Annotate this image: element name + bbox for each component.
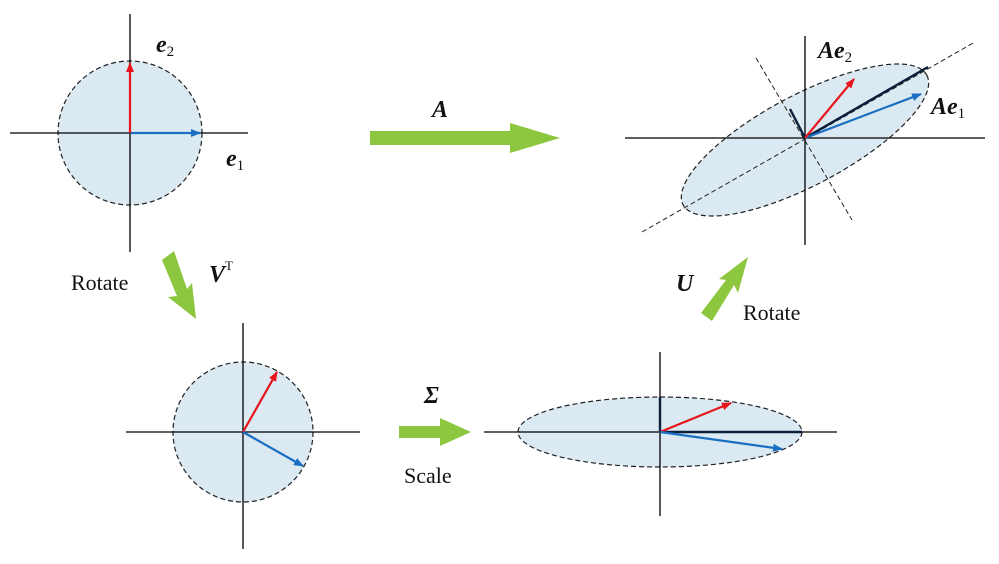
transform-U-arrow: U Rotate [676, 257, 800, 325]
Ae2-vector [804, 78, 855, 139]
result-ellipse-panel: Ae1 Ae2 [625, 36, 985, 245]
green-arrow-VT [162, 251, 196, 319]
rotated-red-vector [242, 371, 278, 433]
transform-A-arrow: A [370, 97, 560, 153]
Sigma-label: Σ [423, 383, 439, 409]
scaled-ellipse-panel [484, 352, 837, 516]
major-semi-axis [804, 65, 929, 140]
Ae1-label: Ae1 [929, 94, 965, 122]
rotated-blue-vector [242, 431, 304, 467]
Ae1-vector [804, 92, 922, 140]
transform-VT-arrow: Rotate VT [71, 251, 233, 319]
VT-label: VT [209, 258, 233, 288]
transform-Sigma-arrow: Σ Scale [399, 383, 471, 488]
minor-semi-axis [788, 108, 807, 139]
rotate-right-label: Rotate [743, 300, 800, 325]
e1-label: e1 [226, 146, 244, 174]
green-arrow-Sigma [399, 418, 471, 446]
U-label: U [676, 271, 695, 297]
A-label: A [430, 97, 448, 123]
rotate-left-label: Rotate [71, 270, 128, 295]
unit-circle-panel: e1 e2 [10, 14, 248, 252]
scaled-red-vector [659, 401, 732, 434]
scale-label: Scale [404, 463, 452, 488]
minor-axis-dashed [755, 57, 853, 221]
green-arrow-A [370, 123, 560, 153]
scaled-blue-vector [659, 430, 783, 452]
Ae2-label: Ae2 [816, 38, 852, 66]
rotated-circle-panel [126, 323, 360, 549]
green-arrow-U [701, 257, 748, 321]
e2-label: e2 [156, 32, 174, 60]
